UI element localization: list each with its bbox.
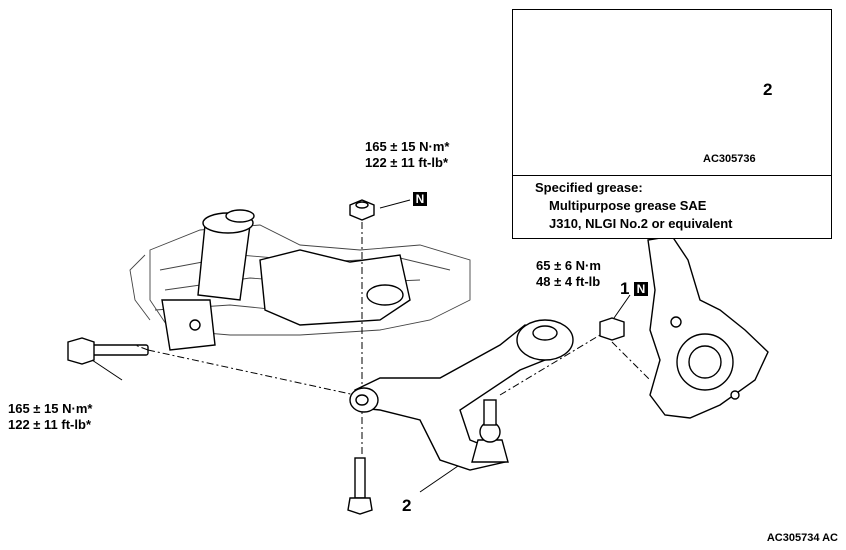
figure-code: AC305734 AC <box>766 532 838 544</box>
top-flange-nut <box>349 199 375 221</box>
balljoint-nut <box>599 317 625 341</box>
new-part-marker-top: N <box>413 192 427 206</box>
inset-panel: 2 AC305736 Specified grease: Multipurpos… <box>512 9 832 239</box>
lower-mount-bolt <box>347 457 373 515</box>
inset-divider <box>513 175 831 176</box>
torque-label-balljoint-nut: 65 ± 6 N·m 48 ± 4 ft-lb <box>536 258 601 290</box>
callout-2-main: 2 <box>402 496 412 515</box>
callout-1: 1 <box>620 279 630 298</box>
grease-title: Specified grease: <box>535 180 643 195</box>
steering-knuckle <box>647 235 769 419</box>
grease-spec-line1: Multipurpose grease SAE <box>549 198 707 213</box>
torque-ftlb: 122 ± 11 ft-lb* <box>365 155 449 170</box>
grease-spec-line2: J310, NLGI No.2 or equivalent <box>549 216 733 231</box>
left-mount-bolt <box>67 337 149 365</box>
torque-label-left-bolt: 165 ± 15 N·m* 122 ± 11 ft-lb* <box>8 401 92 433</box>
torque-label-top-nut: 165 ± 15 N·m* 122 ± 11 ft-lb* <box>365 139 449 171</box>
new-part-marker-nut: N <box>634 282 648 296</box>
torque-nm: 165 ± 15 N·m* <box>365 139 450 154</box>
torque-nm: 165 ± 15 N·m* <box>8 401 93 416</box>
torque-nm: 65 ± 6 N·m <box>536 258 601 273</box>
lower-control-arm <box>349 319 574 471</box>
torque-ftlb: 48 ± 4 ft-lb <box>536 274 601 289</box>
strut-mount <box>197 209 411 326</box>
inset-code: AC305736 <box>703 153 756 165</box>
subframe-bracket <box>161 299 216 351</box>
torque-ftlb: 122 ± 11 ft-lb* <box>8 417 92 432</box>
callout-2-inset: 2 <box>763 80 773 99</box>
